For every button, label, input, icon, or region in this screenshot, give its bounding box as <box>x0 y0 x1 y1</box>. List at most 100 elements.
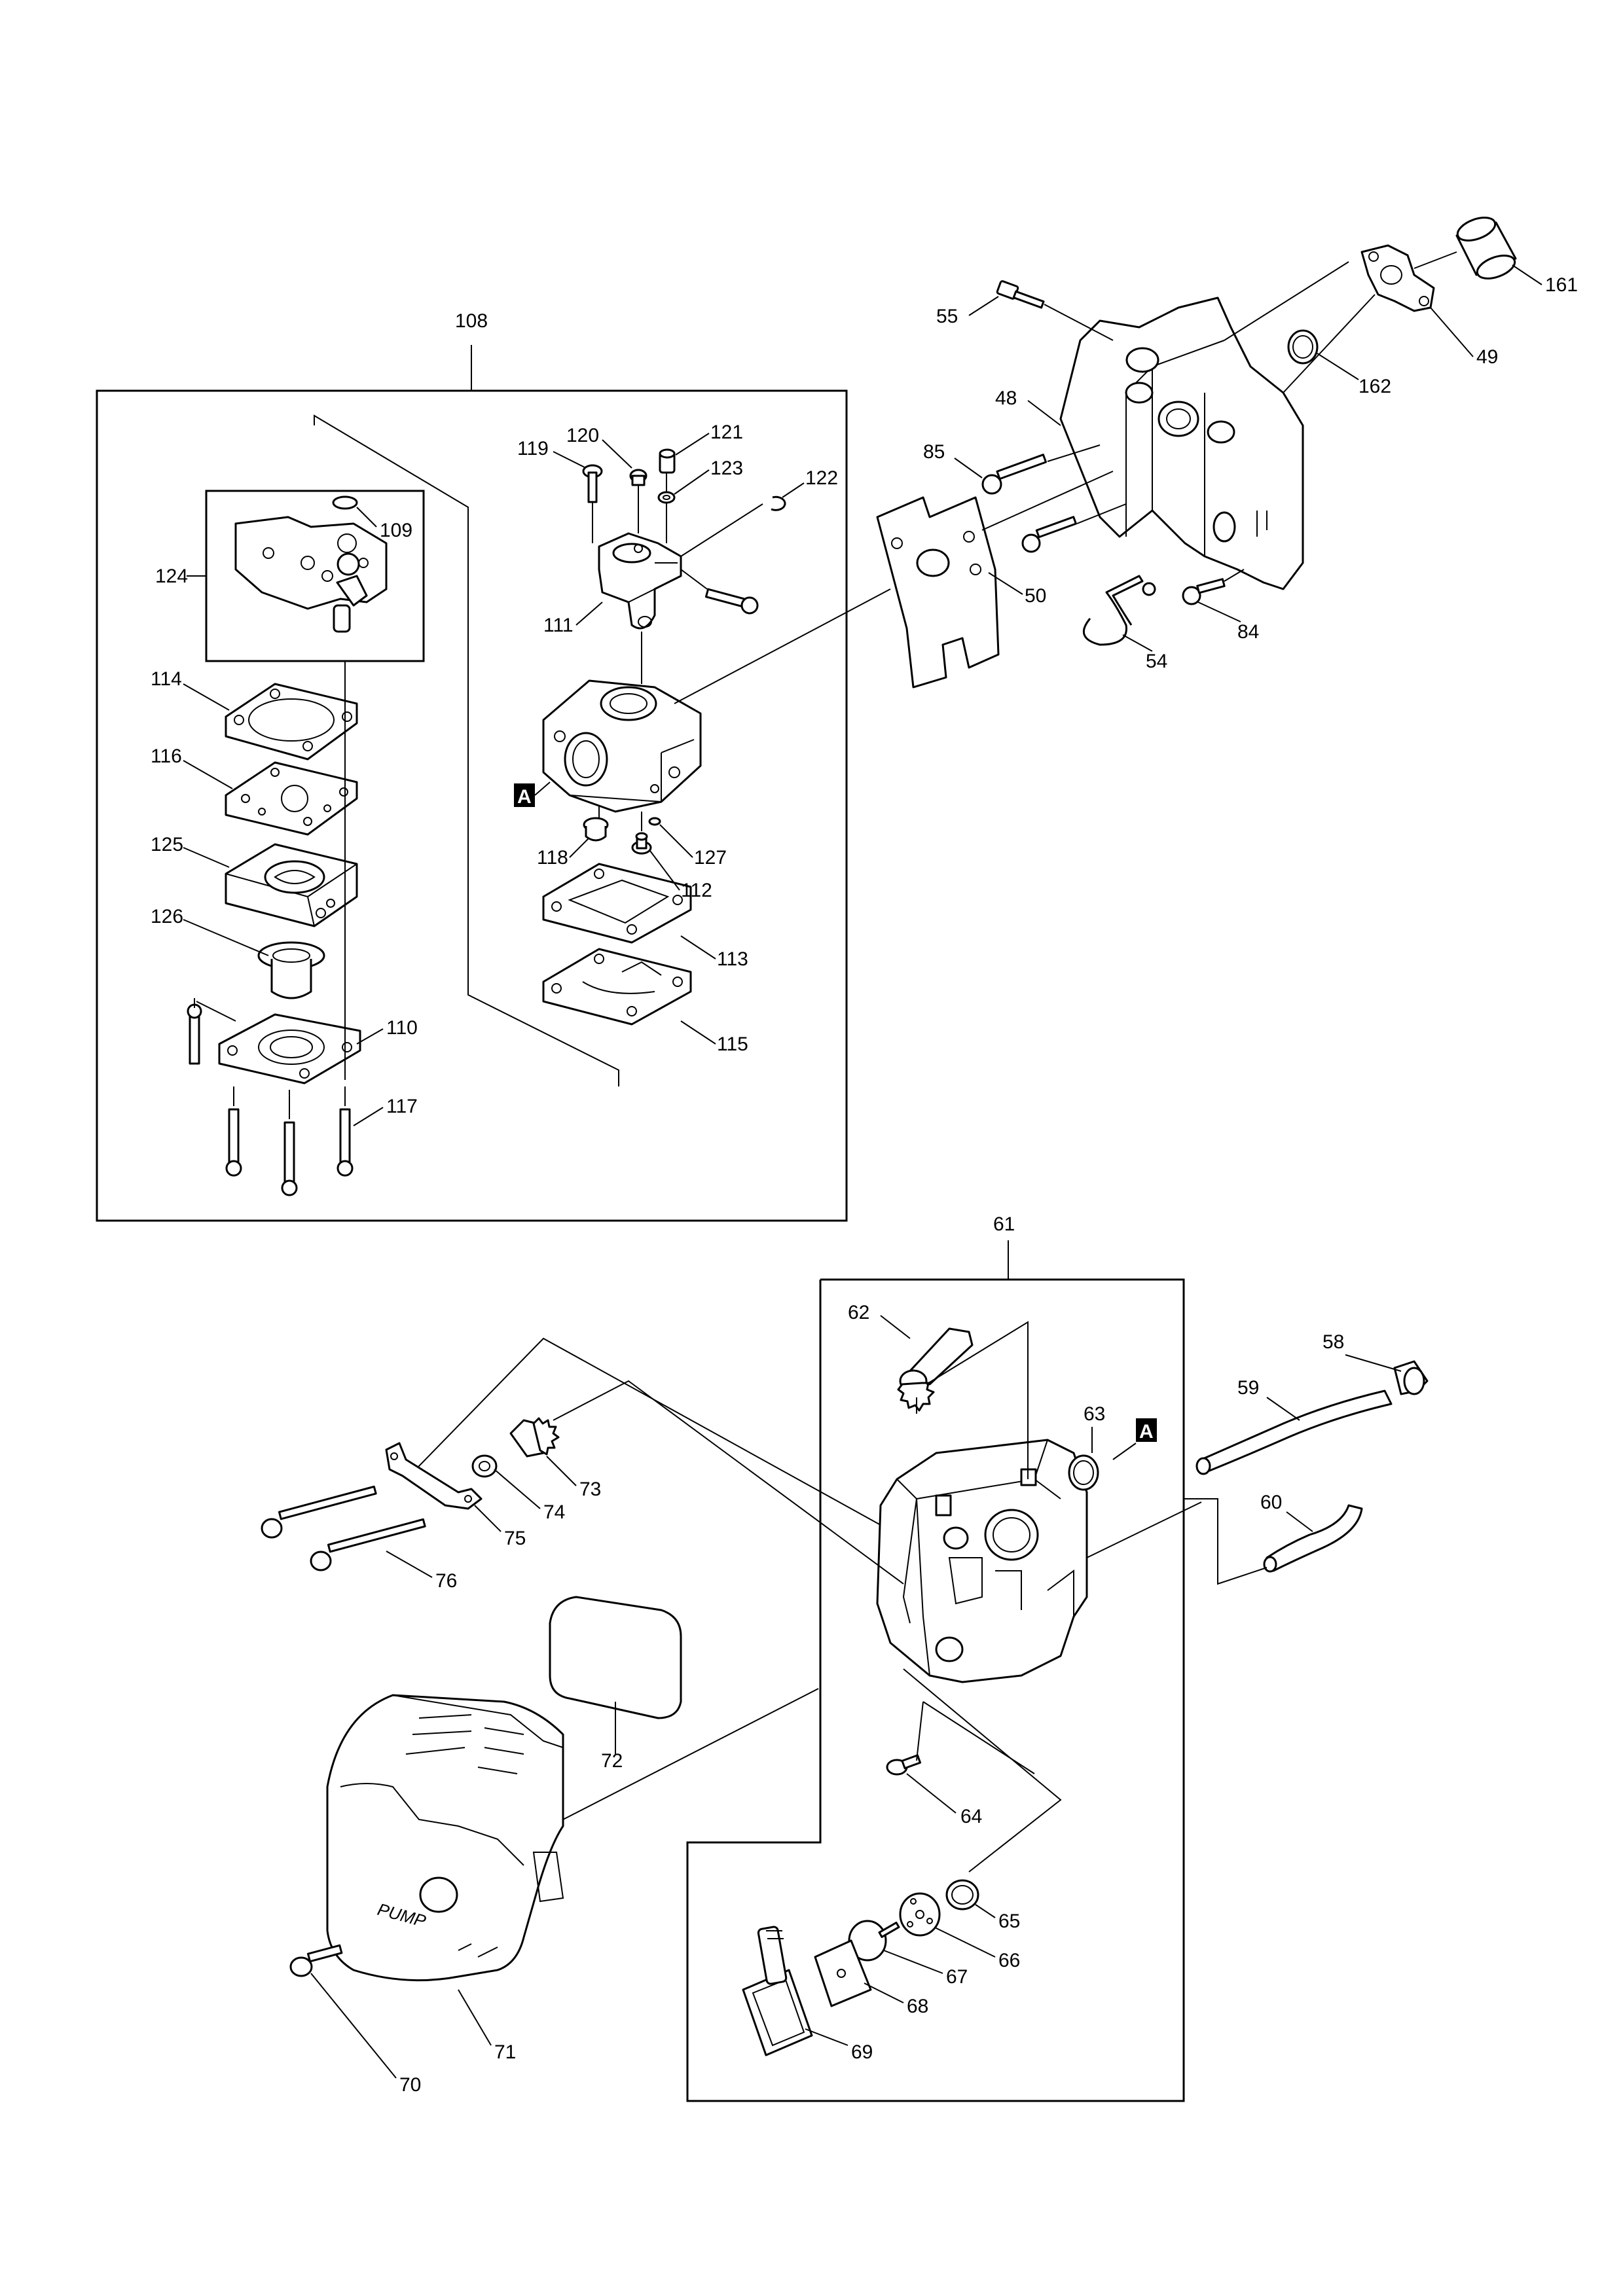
label-50: 50 <box>1025 585 1046 607</box>
label-62: 62 <box>848 1302 869 1323</box>
check-valve-126 <box>257 941 325 999</box>
callout-a-carburetor: A <box>514 781 551 808</box>
insulator-group <box>876 217 1517 689</box>
label-110: 110 <box>386 1017 418 1039</box>
label-121: 121 <box>710 422 743 443</box>
label-59: 59 <box>1237 1377 1259 1399</box>
label-113: 113 <box>717 948 748 970</box>
svg-text:A: A <box>517 786 532 808</box>
clip-122 <box>771 495 786 511</box>
label-161: 161 <box>1545 274 1578 296</box>
label-61: 61 <box>993 1213 1015 1235</box>
label-66: 66 <box>998 1950 1020 1971</box>
air-cleaner-box <box>686 1278 1185 2102</box>
label-70: 70 <box>399 2074 421 2096</box>
label-125: 125 <box>151 834 183 855</box>
carburetor-group-box <box>96 389 848 1222</box>
label-85: 85 <box>923 441 945 463</box>
label-72: 72 <box>601 1750 623 1772</box>
metering-body-125 <box>225 843 358 927</box>
label-119: 119 <box>517 438 549 459</box>
label-124: 124 <box>155 565 188 587</box>
choke-lever-62 <box>897 1327 974 1412</box>
gasket-114 <box>225 683 358 761</box>
label-71: 71 <box>494 2041 516 2063</box>
bolt-84 <box>1182 578 1226 605</box>
svg-text:A: A <box>1139 1421 1154 1443</box>
part-labels: 55 48 85 50 54 84 162 49 161 108 109 124… <box>151 264 1578 2096</box>
clamp-54 <box>1083 575 1156 646</box>
carburetor-body <box>542 679 702 813</box>
cap-67 <box>848 1920 900 1962</box>
diaphragm-115 <box>542 948 692 1026</box>
label-54: 54 <box>1146 651 1167 672</box>
label-75: 75 <box>504 1528 526 1549</box>
air-cleaner-group: PUMP <box>261 1240 1429 2102</box>
label-55: 55 <box>936 306 958 327</box>
insulator-48 <box>1059 296 1304 590</box>
o-ring-65 <box>945 1879 979 1910</box>
pump-body <box>234 516 388 633</box>
label-67: 67 <box>946 1966 968 1988</box>
air-cleaner-cover-71: PUMP <box>326 1694 564 1982</box>
label-63: 63 <box>1084 1403 1105 1425</box>
screws-117 <box>187 661 354 1196</box>
washer-123 <box>657 491 676 504</box>
diaphragm-116 <box>225 761 358 836</box>
screw-55 <box>996 280 1045 309</box>
label-162: 162 <box>1359 376 1391 397</box>
filter-screen <box>332 495 358 510</box>
label-115: 115 <box>717 1033 748 1055</box>
label-76: 76 <box>435 1570 457 1592</box>
screw-119 <box>582 464 603 543</box>
gasket-113 <box>542 863 692 944</box>
label-111: 111 <box>543 615 574 636</box>
label-48: 48 <box>995 387 1017 409</box>
label-127: 127 <box>694 847 727 869</box>
washer-74 <box>471 1454 498 1478</box>
gasket-49 <box>1360 244 1435 312</box>
label-58: 58 <box>1322 1331 1344 1353</box>
gasket-50 <box>876 496 1000 689</box>
label-112: 112 <box>681 880 712 901</box>
label-118: 118 <box>537 847 568 869</box>
label-84: 84 <box>1237 621 1259 643</box>
plug-118 <box>583 817 609 842</box>
bolts-76 <box>261 1485 426 1571</box>
throttle-screw <box>704 588 759 615</box>
label-116: 116 <box>151 745 182 767</box>
label-120: 120 <box>566 425 599 446</box>
screw-mid <box>1021 516 1077 553</box>
element-holder-66 <box>899 1892 941 1937</box>
boot-161 <box>1455 217 1517 279</box>
carburetor-group <box>96 345 891 1222</box>
air-cleaner-case <box>876 1439 1088 1683</box>
label-49: 49 <box>1476 346 1498 368</box>
filter-pad-72 <box>549 1596 682 1719</box>
label-69: 69 <box>851 2041 873 2063</box>
o-ring-127 <box>648 817 661 826</box>
cover-plate-110 <box>218 1013 361 1085</box>
screw-85 <box>981 454 1048 495</box>
label-117: 117 <box>386 1096 418 1117</box>
label-126: 126 <box>151 906 183 927</box>
throttle-assembly-111 <box>598 532 682 630</box>
screw-70 <box>289 1944 343 1977</box>
screw-64 <box>886 1754 922 1776</box>
jet-112 <box>631 832 652 855</box>
label-65: 65 <box>998 1910 1020 1932</box>
label-108: 108 <box>455 310 488 332</box>
label-122: 122 <box>805 467 838 489</box>
label-123: 123 <box>710 457 743 479</box>
label-60: 60 <box>1260 1492 1282 1513</box>
bracket-75 <box>385 1442 483 1510</box>
choke-shaft-73 <box>509 1417 560 1458</box>
callout-a-air-cleaner: A <box>1112 1418 1157 1460</box>
label-114: 114 <box>151 668 182 690</box>
label-64: 64 <box>960 1806 982 1827</box>
label-109: 109 <box>380 520 412 541</box>
label-73: 73 <box>579 1479 601 1500</box>
filter-element-69 <box>742 1926 813 2056</box>
fuel-tubes <box>1195 1360 1429 1573</box>
